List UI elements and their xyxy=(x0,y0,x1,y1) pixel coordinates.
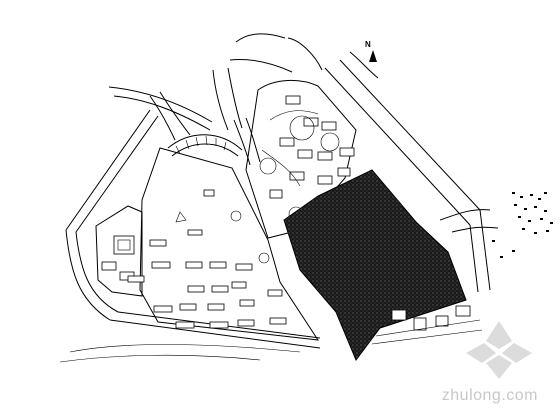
road-network xyxy=(59,33,499,363)
dense-vegetation-zone xyxy=(283,169,467,361)
north-arrow-icon xyxy=(369,50,377,62)
residential-blocks xyxy=(127,189,287,329)
watermark-text: zhulong.com xyxy=(441,387,538,404)
villa-cluster xyxy=(259,95,355,222)
arc-building xyxy=(167,117,261,166)
legend-marks xyxy=(492,192,553,258)
courtyard-building xyxy=(101,235,135,281)
southeast-structures xyxy=(371,305,483,345)
north-label: N xyxy=(365,40,371,49)
watermark-logo-icon xyxy=(466,321,532,379)
